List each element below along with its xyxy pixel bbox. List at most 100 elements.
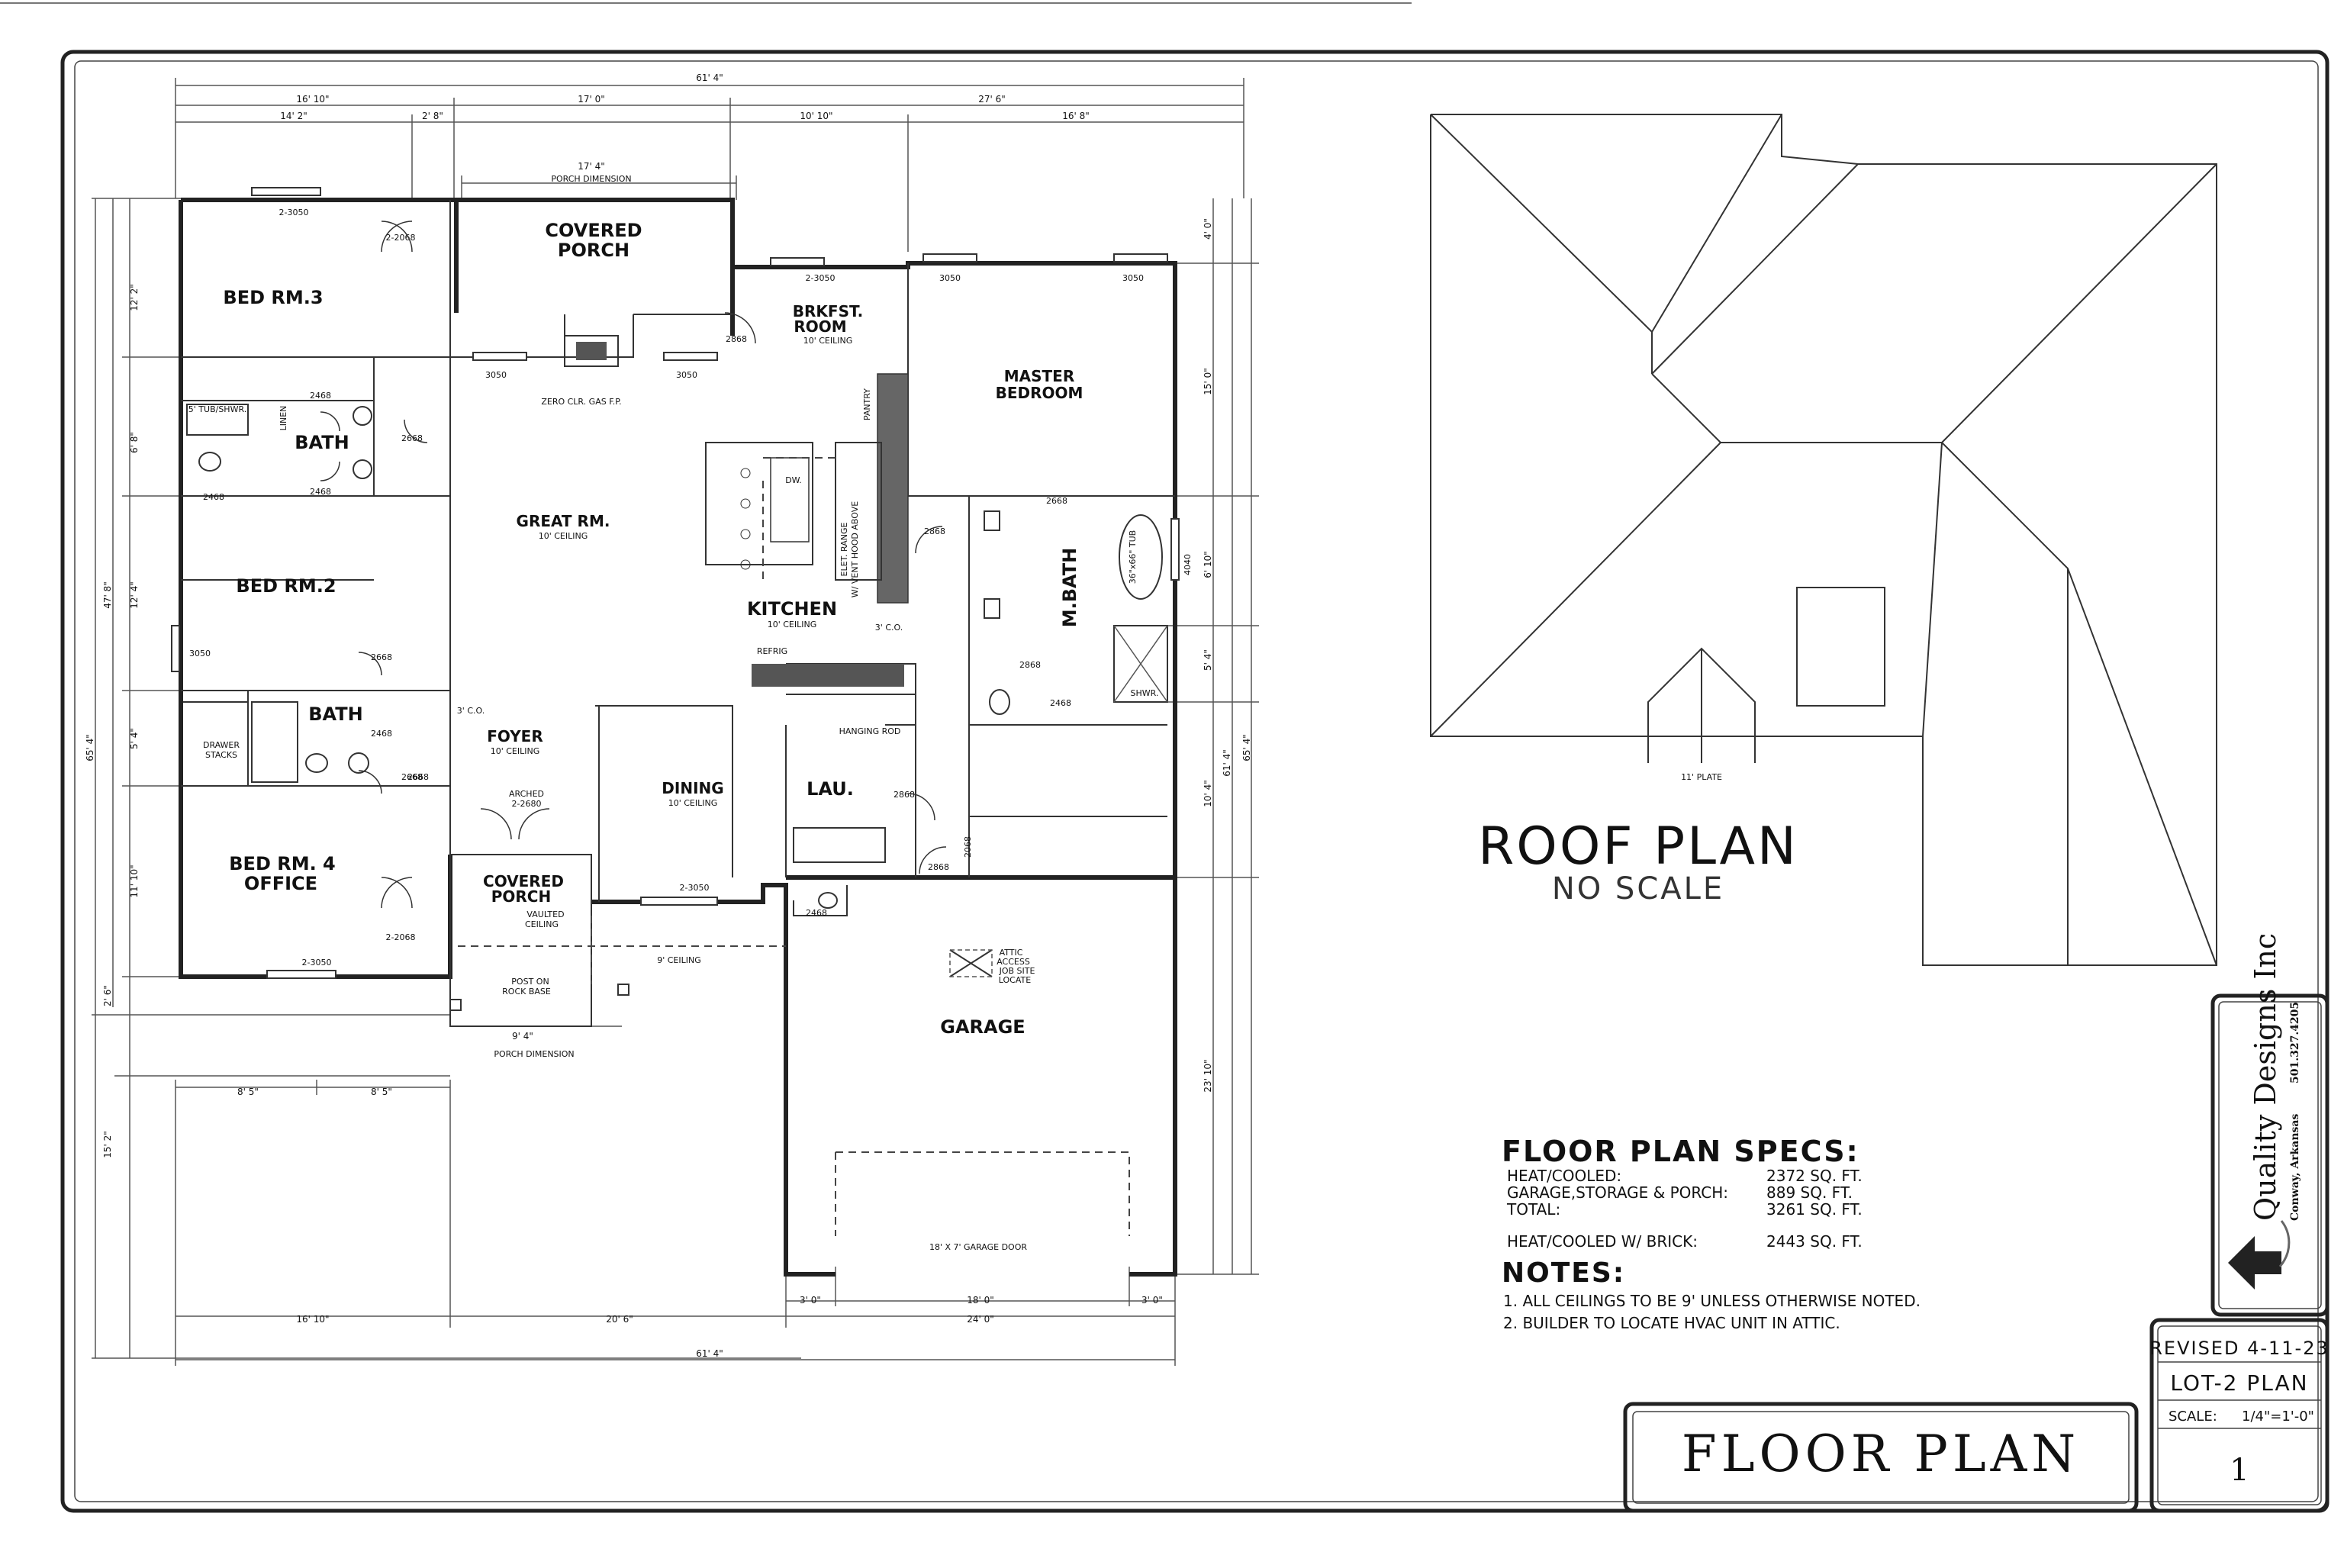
door-tag: 2668 xyxy=(1046,496,1067,506)
window-tags: 2-3050 2-3050 3050 3050 3050 3050 3050 2… xyxy=(189,208,1193,968)
label-laundry: LAU. xyxy=(807,778,854,800)
dim-right-6: 23' 10" xyxy=(1203,1059,1213,1092)
left-dimensions: 65' 4" 47' 8" 12' 2" 6' 8" 12' 4" 5' 4" … xyxy=(85,198,801,1359)
floor-plan: 61' 4" 16' 10" 17' 0" 27' 6" 14' 2" 2' 8… xyxy=(85,72,1259,1366)
note-tub-shower: 5' TUB/SHWR. xyxy=(188,404,246,414)
label-foyer-ceiling: 10' CEILING xyxy=(491,746,540,756)
label-master-2: BEDROOM xyxy=(996,384,1083,402)
door-swings xyxy=(320,221,947,909)
room-labels: BED RM.3 COVERED PORCH BRKFST. ROOM 10' … xyxy=(223,220,1083,1038)
porch-dimension-bottom: PORCH DIMENSION xyxy=(494,1049,574,1059)
spec-brick-value: 2443 SQ. FT. xyxy=(1766,1232,1863,1251)
spec-value: 889 SQ. FT. xyxy=(1766,1183,1853,1202)
window-tag: 2-3050 xyxy=(279,208,309,217)
door-tag: 2668 xyxy=(401,772,423,782)
dim-left-6: 2' 6" xyxy=(102,985,113,1006)
sheet-border xyxy=(0,2,2330,1513)
dim-top-3: 27' 6" xyxy=(978,94,1006,105)
window-tag: 2-3050 xyxy=(302,958,332,968)
spec-label: GARAGE,STORAGE & PORCH: xyxy=(1507,1183,1728,1202)
label-kitchen: KITCHEN xyxy=(747,598,837,620)
dim-top-7: 16' 8" xyxy=(1062,111,1090,121)
roof-plan: 11' PLATE ROOF PLAN NO SCALE xyxy=(1430,114,2217,966)
note-tub: 36"x66" TUB xyxy=(1128,530,1138,584)
spec-value: 2372 SQ. FT. xyxy=(1766,1167,1863,1185)
dim-right-2: 15' 0" xyxy=(1203,368,1213,395)
dim-top-5: 2' 8" xyxy=(422,111,443,121)
label-bath-1: BATH xyxy=(295,432,349,453)
label-covered-porch-front-1: COVERED xyxy=(483,872,564,890)
roof-plan-subtitle: NO SCALE xyxy=(1552,871,1724,906)
dim-top-4: 14' 2" xyxy=(280,111,307,121)
company-name: Quality Designs Inc xyxy=(2249,933,2282,1221)
sheet-number: 1 xyxy=(2230,1453,2249,1488)
window-tag: 2-3050 xyxy=(806,273,836,283)
note-post-2: ROCK BASE xyxy=(502,987,551,997)
dim-right-4: 5' 4" xyxy=(1203,649,1213,671)
plan-notes: ZERO CLR. GAS F.P. PANTRY ELET. RANGE W/… xyxy=(188,388,1159,1252)
label-covered-porch-front-2: PORCH xyxy=(491,887,551,906)
notes-title: NOTES: xyxy=(1502,1257,1625,1289)
dim-left-7: 15' 2" xyxy=(102,1131,113,1158)
note-post-1: POST ON xyxy=(511,977,549,987)
note-attic-4: LOCATE xyxy=(999,975,1031,985)
label-bed-4: BED RM. 4 xyxy=(229,853,336,874)
door-tag: 2868 xyxy=(924,526,945,536)
company-location: Conway, Arkansas xyxy=(2289,1114,2301,1221)
note-drawer-1: DRAWER xyxy=(203,740,240,750)
bottom-dimensions: 8' 5" 8' 5" 16' 10" 20' 6" 24' 0" 3' 0" … xyxy=(175,1025,1176,1366)
dim-top-1: 16' 10" xyxy=(296,94,329,105)
note-garage-door: 18' X 7' GARAGE DOOR xyxy=(929,1242,1027,1252)
dim-left-4: 5' 4" xyxy=(129,728,140,749)
note-fireplace: ZERO CLR. GAS F.P. xyxy=(541,397,621,407)
dim-bottom-8: 3' 0" xyxy=(1141,1295,1163,1306)
dim-bottom-2: 20' 6" xyxy=(606,1314,633,1325)
note-nine-ceiling: 9' CEILING xyxy=(657,955,701,965)
dim-left-overall: 65' 4" xyxy=(85,734,95,761)
label-covered-porch-top-2: PORCH xyxy=(558,240,629,261)
door-tag: 2468 xyxy=(310,391,331,401)
lot-plan: LOT-2 PLAN xyxy=(2170,1370,2308,1396)
note-refrig: REFRIG xyxy=(757,646,787,656)
dim-bottom-1: 16' 10" xyxy=(296,1314,329,1325)
company-box xyxy=(2210,993,2330,1317)
door-tag: 2068 xyxy=(963,836,973,858)
door-tag: 2868 xyxy=(1019,660,1041,670)
door-tag: 2468 xyxy=(371,729,392,739)
door-tag: 2468 xyxy=(203,492,224,502)
fixtures xyxy=(186,404,1168,909)
door-tags: 2-2068 2468 2468 2668 2668 2468 2668 286… xyxy=(203,233,1071,942)
window-tag: 4040 xyxy=(1183,554,1193,575)
dim-bottom-4: 8' 5" xyxy=(237,1087,259,1097)
door-tag: 2-2068 xyxy=(386,233,416,243)
window-tag: 3050 xyxy=(485,370,507,380)
sheet-title: FLOOR PLAN xyxy=(1682,1425,2080,1483)
note-hanging-rod: HANGING ROD xyxy=(839,726,901,736)
exterior-walls xyxy=(179,198,1177,1277)
top-dimensions: 61' 4" 16' 10" 17' 0" 27' 6" 14' 2" 2' 8… xyxy=(175,72,1244,252)
windows xyxy=(171,187,1180,979)
label-great-rm: GREAT RM. xyxy=(517,512,610,530)
dim-left-2: 6' 8" xyxy=(129,432,140,453)
dim-right-1: 4' 0" xyxy=(1203,218,1213,240)
label-bed-3: BED RM.3 xyxy=(223,287,323,308)
note-range-2: W/ VENT HOOD ABOVE xyxy=(850,501,860,597)
dim-bottom-5: 8' 5" xyxy=(371,1087,392,1097)
specs-title: FLOOR PLAN SPECS: xyxy=(1502,1135,1859,1168)
note-pantry: PANTRY xyxy=(862,388,872,420)
title-block: Quality Designs Inc Conway, Arkansas 501… xyxy=(1623,933,2330,1513)
dim-right-overall: 65' 4" xyxy=(1241,734,1252,761)
dim-porch-bottom: 9' 4" xyxy=(512,1031,533,1042)
dim-right-mid: 61' 4" xyxy=(1222,749,1232,777)
label-kitchen-ceiling: 10' CEILING xyxy=(768,620,817,629)
door-tag: 2468 xyxy=(1050,698,1071,708)
note-drawer-2: STACKS xyxy=(205,750,237,760)
company-phone: 501.327.4205 xyxy=(2289,1002,2301,1083)
dim-left-mid: 47' 8" xyxy=(102,581,113,609)
spec-value: 3261 SQ. FT. xyxy=(1766,1200,1863,1219)
label-brkfst-1: BRKFST. xyxy=(793,302,863,320)
label-brkfst-ceiling: 10' CEILING xyxy=(803,336,853,346)
label-foyer: FOYER xyxy=(487,727,543,745)
dim-bottom-7: 18' 0" xyxy=(967,1295,994,1306)
